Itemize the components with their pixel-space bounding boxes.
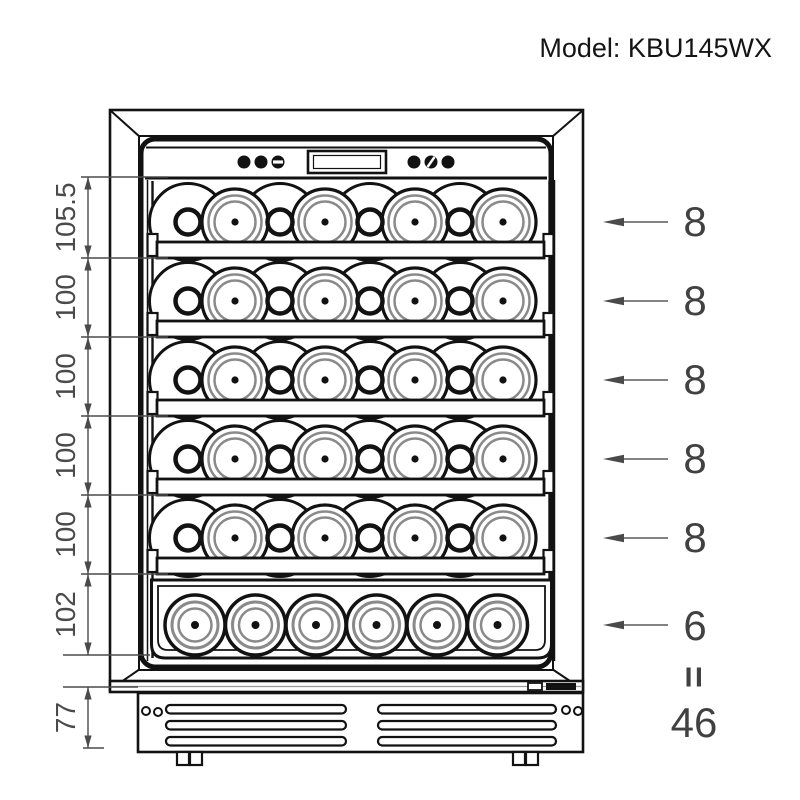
bottom-shelf-row	[150, 578, 553, 660]
capacity-callouts: 8 8 8 8 8 6 = 46	[602, 198, 718, 746]
dimension-label: 102	[50, 591, 81, 638]
callout-arrow-icon	[602, 454, 669, 464]
cabinet-bottom-band	[108, 679, 585, 694]
minus-button-icon	[273, 160, 283, 164]
control-panel	[145, 146, 547, 180]
light-button-icon	[426, 156, 436, 168]
callout-arrow-icon	[602, 533, 669, 543]
vent-grille-right	[376, 703, 558, 747]
shelf-count: 8	[683, 356, 706, 403]
dimension-label: 100	[50, 274, 81, 321]
shelf-row-2	[148, 263, 554, 340]
feet	[175, 750, 540, 767]
dimension-label: 100	[50, 432, 81, 479]
callout-arrow-icon	[602, 620, 669, 630]
page-title: Model: KBU145WX	[539, 33, 772, 63]
dimension-label: 100	[50, 511, 81, 558]
shelf-count: 8	[683, 198, 706, 245]
shelf-count: 6	[683, 602, 706, 649]
dimension-label: 77	[50, 702, 81, 733]
dimension-label: 105.5	[50, 182, 81, 252]
shelf-count: 8	[683, 435, 706, 482]
left-dimension-labels: 105.5 100 100 100 100 102 77	[50, 182, 81, 733]
equals-sign: =	[672, 666, 714, 688]
callout-arrow-icon	[602, 296, 669, 306]
shelf-row-1	[148, 184, 554, 261]
shelf-row-3	[148, 342, 554, 419]
dimension-label: 100	[50, 353, 81, 400]
shelf-row-4	[148, 421, 554, 498]
bottom-bottles	[163, 593, 530, 657]
shelf-count: 8	[683, 277, 706, 324]
control-buttons-right	[407, 155, 455, 169]
shelf-count: 8	[683, 514, 706, 561]
callout-arrow-icon	[602, 375, 669, 385]
total-capacity: 46	[671, 699, 718, 746]
plinth	[136, 691, 585, 767]
shelf-row-5	[148, 500, 554, 577]
display-panel	[306, 149, 388, 175]
control-buttons-left	[237, 155, 285, 169]
plinth-screws	[141, 705, 583, 717]
callout-arrow-icon	[602, 216, 669, 228]
vent-grille-left	[164, 703, 348, 747]
